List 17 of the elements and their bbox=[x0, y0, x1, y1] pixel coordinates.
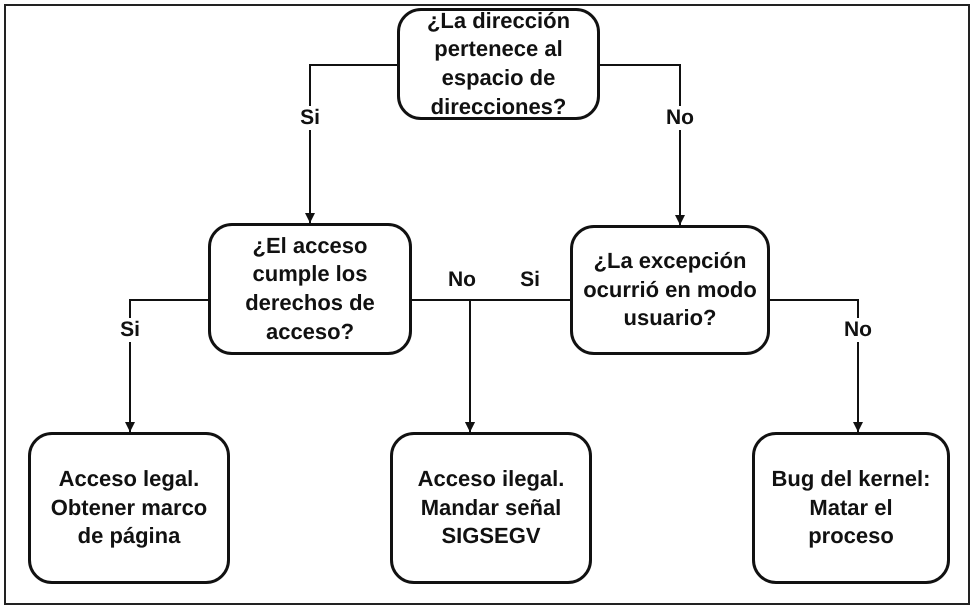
decision-box bbox=[397, 8, 600, 120]
decision-box bbox=[208, 223, 412, 355]
node-text: ¿La dirección pertenece al espacio de direcciones? bbox=[426, 6, 572, 121]
arrow bbox=[125, 299, 208, 432]
process-box bbox=[28, 432, 230, 584]
decision-box bbox=[570, 225, 770, 355]
node-text: Acceso legal. Obtener marco de página bbox=[50, 465, 208, 550]
process-box bbox=[752, 432, 950, 584]
arrow bbox=[465, 299, 570, 432]
node-text: Bug del kernel: Matar el proceso bbox=[770, 465, 932, 550]
arrow bbox=[305, 64, 397, 223]
arrow bbox=[770, 299, 863, 432]
process-box bbox=[390, 432, 592, 584]
arrow bbox=[600, 64, 685, 225]
node-text: ¿La excepción ocurrió en modo usuario? bbox=[583, 247, 757, 332]
node-text: ¿El acceso cumple los derechos de acceso? bbox=[244, 232, 376, 346]
node-text: Acceso ilegal. Mandar señal SIGSEGV bbox=[416, 465, 566, 550]
